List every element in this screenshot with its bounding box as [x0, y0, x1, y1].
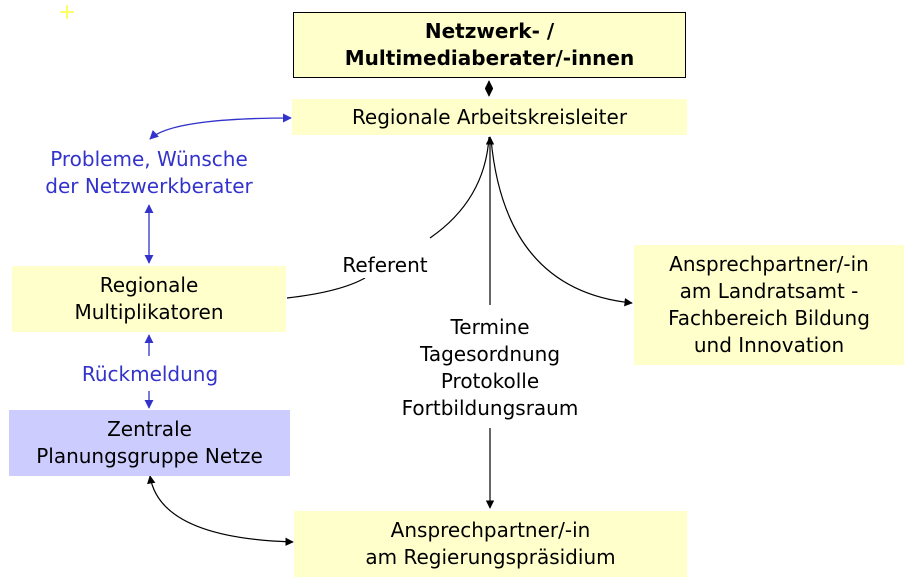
box-multiplikatoren: Regionale Multiplikatoren — [12, 266, 286, 332]
termine-line-3: Protokolle — [440, 369, 540, 393]
landratsamt-line-4: und Innovation — [693, 333, 845, 357]
termine-line-2: Tagesordnung — [419, 342, 561, 366]
box-planungsgruppe: Zentrale Planungsgruppe Netze — [9, 410, 290, 476]
rueckmeldung-label: Rückmeldung — [60, 361, 240, 388]
connector-landratsamt — [490, 138, 633, 307]
probleme-line-1: Probleme, Wünsche — [50, 147, 248, 171]
box-arbeitskreisleiter: Regionale Arbeitskreisleiter — [292, 99, 687, 135]
referent-label: Referent — [335, 252, 435, 278]
planungsgruppe-line-1: Zentrale — [107, 417, 192, 441]
regierungspraesidium-line-1: Ansprechpartner/-in — [390, 518, 591, 542]
rueckmeldung-text: Rückmeldung — [81, 362, 219, 386]
top-box-netzwerkberater: Netzwerk- / Multimediaberater/-innen — [293, 12, 686, 78]
probleme-text: Probleme, Wünsche der Netzwerkberater — [20, 146, 278, 200]
regierungspraesidium-line-2: am Regierungspräsidium — [365, 545, 616, 569]
landratsamt-line-1: Ansprechpartner/-in — [669, 252, 869, 276]
top-box-line-1: Netzwerk- / — [424, 19, 555, 43]
box-regierungspraesidium: Ansprechpartner/-in am Regierungspräsidi… — [294, 511, 687, 577]
landratsamt-line-3: Fachbereich Bildung — [668, 306, 870, 330]
connector-referent-upper — [429, 136, 490, 239]
landratsamt-line-2: am Landratsamt - — [679, 279, 859, 303]
connector-referent-lower — [286, 277, 366, 299]
referent-text: Referent — [342, 253, 428, 277]
top-box-line-2: Multimediaberater/-innen — [344, 46, 635, 70]
probleme-line-2: der Netzwerkberater — [45, 174, 253, 198]
plus-mark-icon — [60, 5, 74, 19]
termine-line-1: Termine — [450, 315, 530, 339]
box-landratsamt: Ansprechpartner/-in am Landratsamt - Fac… — [634, 245, 904, 365]
multiplikatoren-line-2: Multiplikatoren — [74, 300, 224, 324]
connector-probleme-arbeitskreis — [149, 113, 292, 140]
termine-text: Termine Tagesordnung Protokolle Fortbild… — [375, 314, 605, 422]
termine-line-4: Fortbildungsraum — [401, 396, 579, 420]
connector-planung-regierung — [147, 475, 294, 546]
multiplikatoren-line-1: Regionale — [99, 273, 199, 297]
planungsgruppe-line-2: Planungsgruppe Netze — [36, 444, 263, 468]
arbeitskreisleiter-label: Regionale Arbeitskreisleiter — [351, 105, 628, 129]
